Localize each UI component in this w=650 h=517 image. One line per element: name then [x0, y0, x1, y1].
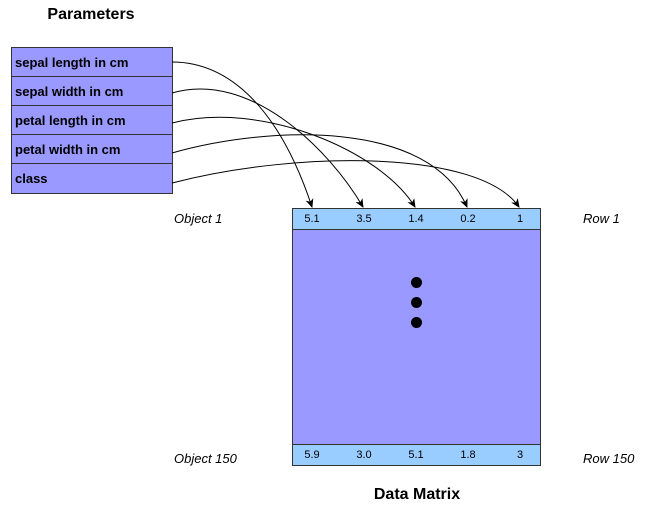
row-1-cell-1: 5.1: [304, 213, 320, 225]
row-1-cell-5: 1: [516, 213, 524, 225]
matrix-row-last: 5.9 3.0 5.1 1.8 3: [293, 444, 540, 465]
arrow-sepal-length: [171, 61, 314, 208]
arrow-sepal-width: [171, 88, 364, 208]
row-150-label: Row 150: [583, 451, 635, 466]
ellipsis-dot: [411, 317, 422, 328]
object-1-label: Object 1: [174, 211, 223, 226]
object-150-label: Object 150: [174, 451, 237, 466]
row-150-cell-5: 3: [516, 449, 524, 461]
row-150-cell-4: 1.8: [460, 449, 476, 461]
parameter-petal-width: petal width in cm: [12, 135, 172, 164]
ellipsis-dot: [411, 277, 422, 288]
row-150-cell-3: 5.1: [408, 449, 424, 461]
parameter-sepal-length: sepal length in cm: [12, 48, 172, 77]
data-matrix: 5.1 3.5 1.4 0.2 1 5.9 3.0 5.1 1.8 3: [292, 208, 541, 466]
row-1-label: Row 1: [583, 211, 620, 226]
row-1-cell-2: 3.5: [356, 213, 372, 225]
row-1-cell-4: 0.2: [460, 213, 476, 225]
row-150-cell-2: 3.0: [356, 449, 372, 461]
parameters-title: Parameters: [47, 6, 135, 23]
ellipsis-dot: [411, 297, 422, 308]
row-1-cell-3: 1.4: [408, 213, 424, 225]
data-matrix-title: Data Matrix: [373, 486, 461, 503]
row-150-cell-1: 5.9: [304, 449, 320, 461]
matrix-row-first: 5.1 3.5 1.4 0.2 1: [293, 209, 540, 230]
parameter-sepal-width: sepal width in cm: [12, 77, 172, 106]
arrow-petal-width: [171, 134, 468, 208]
arrow-class: [171, 160, 520, 208]
parameter-class: class: [15, 171, 48, 186]
parameter-petal-length: petal length in cm: [12, 106, 172, 135]
parameter-list: sepal length in cm sepal width in cm pet…: [11, 47, 173, 194]
arrow-petal-length: [171, 116, 416, 208]
